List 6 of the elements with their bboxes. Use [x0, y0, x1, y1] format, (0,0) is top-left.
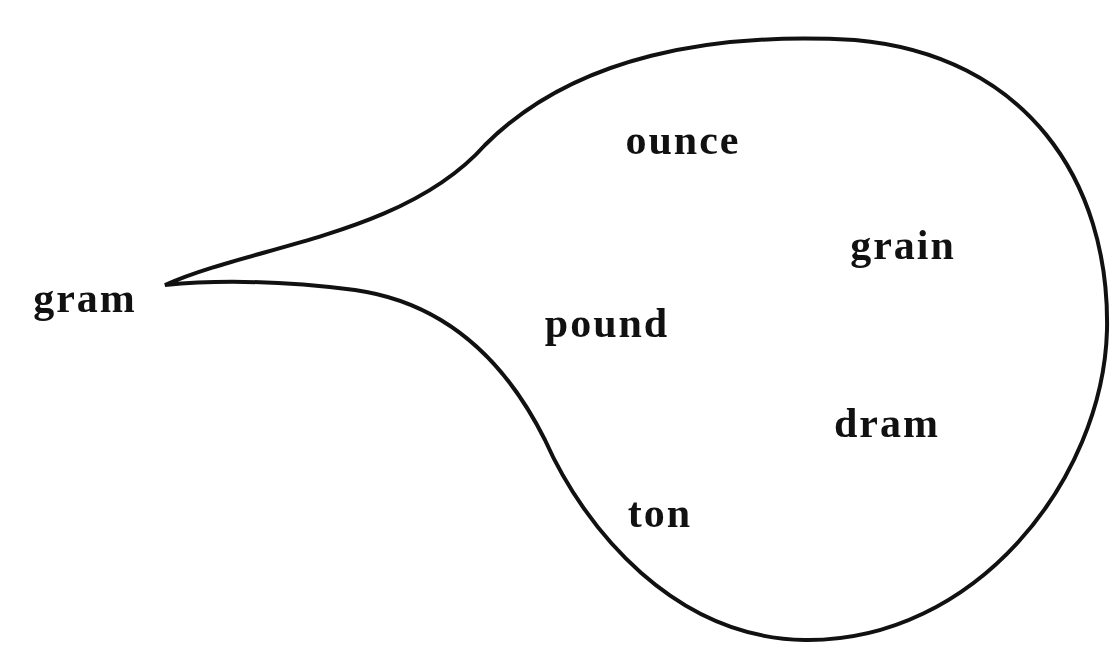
unit-label: ton [627, 492, 693, 534]
unit-label: gram [33, 277, 137, 319]
unit-label: dram [834, 402, 940, 444]
unit-label: grain [850, 224, 956, 266]
unit-label: ounce [625, 119, 741, 161]
unit-label: pound [544, 302, 670, 344]
